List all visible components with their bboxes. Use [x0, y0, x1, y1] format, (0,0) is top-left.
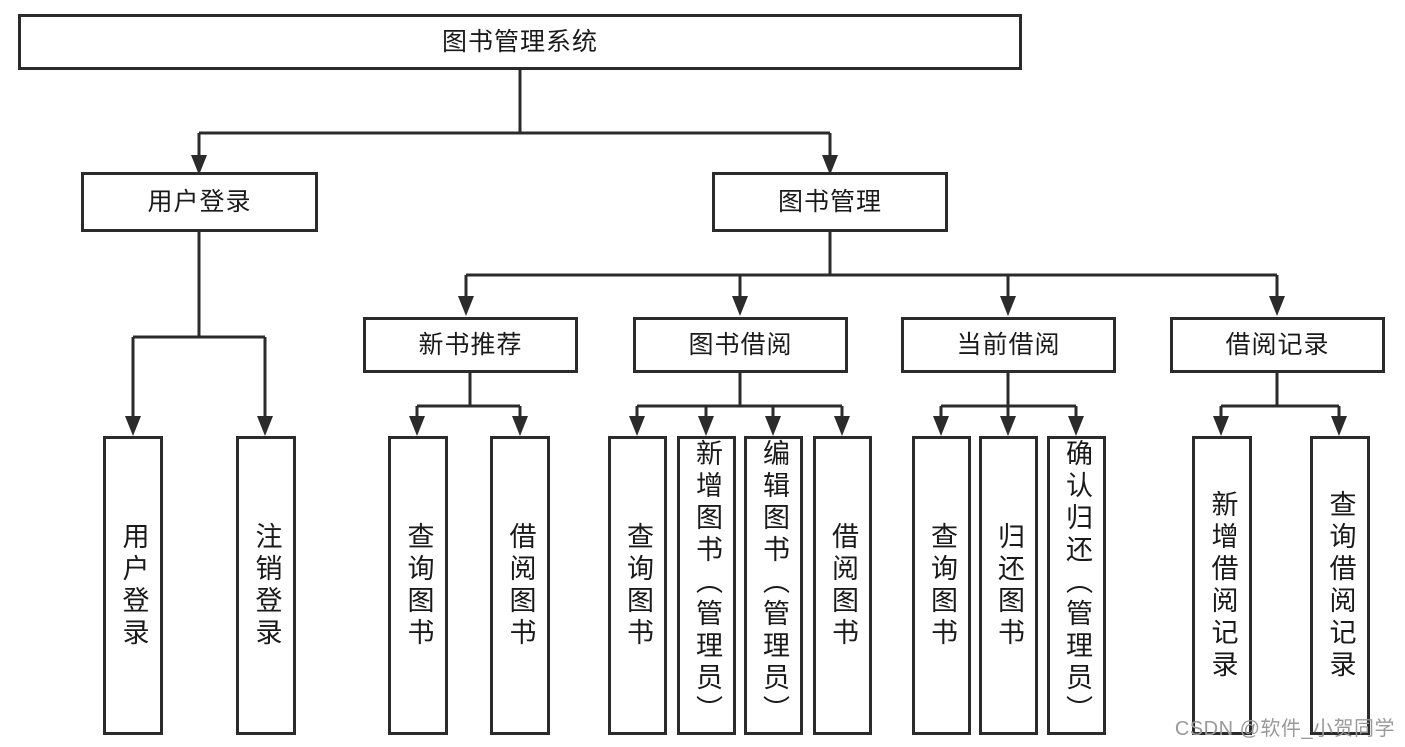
node-label: 借阅记录: [1225, 331, 1330, 359]
connector-userlogin-to-leaves: [125, 232, 273, 436]
connector-current-to-leaves: [933, 373, 1084, 436]
connector-root-to-level2: [191, 70, 838, 175]
node-label: 查询图书: [927, 521, 957, 650]
node-label: 新书推荐: [418, 331, 523, 359]
leaf-return-book[interactable]: 归还图书: [979, 436, 1038, 735]
leaf-logout[interactable]: 注销登录: [236, 436, 296, 735]
leaf-add-borrow-record[interactable]: 新增借阅记录: [1192, 436, 1252, 735]
node-label: 当前借阅: [956, 331, 1061, 359]
leaf-recommend-borrow-book[interactable]: 借阅图书: [490, 436, 550, 735]
connector-record-to-leaves: [1213, 373, 1347, 436]
node-book-borrow[interactable]: 图书借阅: [633, 317, 848, 373]
node-label: 确认归还（管理员）: [1062, 439, 1092, 727]
leaf-user-login[interactable]: 用户登录: [103, 436, 163, 735]
node-label: 图书借阅: [688, 331, 793, 359]
node-label: 编辑图书（管理员）: [759, 439, 789, 727]
node-borrow-record[interactable]: 借阅记录: [1170, 317, 1385, 373]
node-label: 查询借阅记录: [1325, 489, 1356, 682]
connector-bookmgmt-to-level3: [458, 232, 1285, 316]
node-user-login[interactable]: 用户登录: [81, 172, 318, 232]
leaf-query-borrow-record[interactable]: 查询借阅记录: [1310, 436, 1370, 735]
leaf-recommend-query-book[interactable]: 查询图书: [388, 436, 448, 735]
node-current-borrow[interactable]: 当前借阅: [901, 317, 1116, 373]
node-label: 注销登录: [251, 521, 282, 650]
node-label: 新增借阅记录: [1207, 489, 1238, 682]
leaf-borrow-book[interactable]: 借阅图书: [813, 436, 872, 735]
csdn-watermark: CSDN @软件_小贺同学: [1174, 718, 1395, 740]
node-label: 查询图书: [623, 521, 653, 650]
leaf-edit-book-admin[interactable]: 编辑图书（管理员）: [744, 436, 803, 735]
leaf-confirm-return-admin[interactable]: 确认归还（管理员）: [1047, 436, 1106, 735]
node-label: 借阅图书: [828, 521, 858, 650]
node-label: 借阅图书: [505, 521, 536, 650]
node-label: 归还图书: [994, 521, 1024, 650]
leaf-borrow-query-book[interactable]: 查询图书: [608, 436, 667, 735]
leaf-add-book-admin[interactable]: 新增图书（管理员）: [677, 436, 736, 735]
node-label: 图书管理系统: [441, 28, 598, 56]
node-label: 图书管理: [777, 188, 882, 216]
connector-borrow-to-leaves: [629, 373, 850, 436]
node-new-book-recommend[interactable]: 新书推荐: [363, 317, 578, 373]
node-label: 新增图书（管理员）: [692, 439, 722, 727]
leaf-current-query-book[interactable]: 查询图书: [912, 436, 971, 735]
node-label: 用户登录: [118, 521, 149, 650]
node-label: 查询图书: [403, 521, 434, 650]
node-root-book-management-system[interactable]: 图书管理系统: [18, 14, 1022, 70]
node-label: 用户登录: [147, 188, 252, 216]
connector-recommend-to-leaves: [409, 373, 528, 436]
node-book-management[interactable]: 图书管理: [712, 172, 948, 232]
